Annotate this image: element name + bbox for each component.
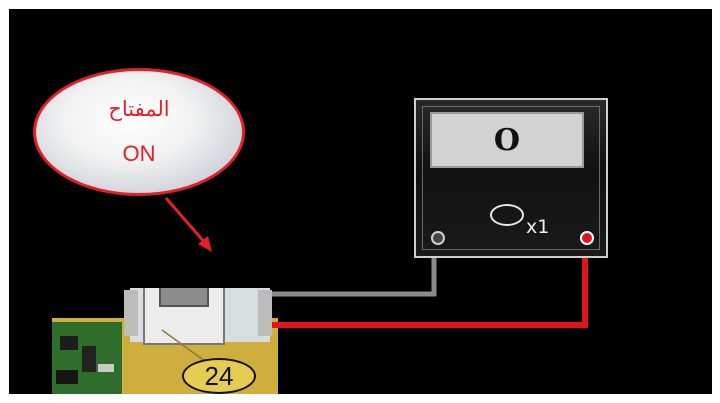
chip xyxy=(56,370,78,384)
chip xyxy=(60,336,78,350)
switch-body xyxy=(143,288,225,345)
positive-wire xyxy=(272,244,588,328)
callout-pointer xyxy=(164,197,208,245)
component-number: 24 xyxy=(204,360,234,391)
negative-wire xyxy=(272,242,437,297)
component xyxy=(98,364,114,372)
meter-reading: O xyxy=(493,122,521,158)
switch-pad-right xyxy=(258,290,272,336)
meter-range-label: x1 xyxy=(526,216,550,238)
meter-display: O xyxy=(430,112,584,168)
bottom-margin xyxy=(0,394,720,403)
switch-button xyxy=(159,288,209,307)
pointer-arrowhead xyxy=(198,236,212,252)
meter-frame xyxy=(422,106,600,250)
negative-probe-socket-icon xyxy=(431,231,445,245)
switch-pad-left xyxy=(124,290,138,336)
component-number-badge: 24 xyxy=(182,358,256,394)
callout-label-state: ON xyxy=(122,141,156,166)
callout-label-arabic: المفتاح xyxy=(108,97,170,121)
multimeter: O x1 xyxy=(414,98,608,258)
positive-probe-socket-icon xyxy=(580,231,594,245)
meter-dial-icon xyxy=(490,204,524,226)
switch-callout: المفتاح ON xyxy=(33,68,245,196)
chip xyxy=(82,346,96,372)
